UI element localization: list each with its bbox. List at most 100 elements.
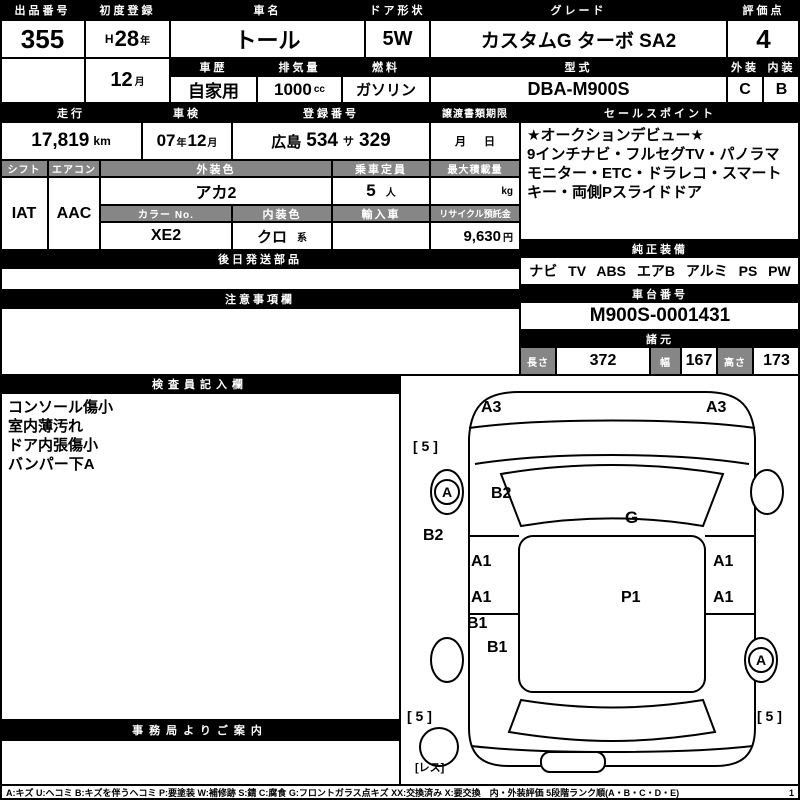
inspector-note: コンソール傷小 (8, 399, 114, 416)
caution-notes-header: 注意事項欄 (0, 290, 520, 308)
genuine-equipment-header: 純正装備 (520, 240, 800, 257)
legend-row: A:キズ U:ヘコミ B:キズを伴うヘコミ P:要塗装 W:補修跡 S:錆 C:… (0, 785, 800, 800)
car-damage-diagram: A3 A3 [ 5 ] A B2 B2 G A1 A1 A1 A1 P1 B1 … (400, 375, 800, 785)
displacement-header: 排気量 (257, 58, 342, 76)
capacity-header: 乗車定員 (332, 160, 430, 177)
color-no-header: カラー No. (100, 205, 232, 222)
car-name-value: トール (170, 20, 365, 58)
damage-a3-front-left: A3 (481, 399, 502, 416)
damage-a1-right-front-door: A1 (713, 553, 734, 570)
mileage-header: 走行 (0, 103, 142, 122)
exterior-color-header: 外装色 (100, 160, 332, 177)
caution-notes-value (0, 308, 520, 375)
inspector-note: 室内薄汚れ (8, 418, 84, 435)
aircon-value: AAC (48, 177, 100, 250)
damage-a3-front-right: A3 (706, 399, 727, 416)
regno-area: 広島 (271, 133, 302, 151)
capacity-number: 5 (366, 181, 376, 200)
month-unit: 月 (134, 77, 145, 88)
first-registration-header: 初度登録 (85, 0, 170, 20)
later-shipped-parts-value (0, 268, 520, 290)
car-name-header: 車名 (170, 0, 365, 20)
registration-number-header: 登録番号 (232, 103, 430, 122)
exterior-grade-value: C (727, 76, 763, 103)
damage-a1-right-rear-door: A1 (713, 589, 734, 606)
office-information-header: 事務局よりご案内 (0, 720, 400, 740)
interior-color-suffix: 系 (297, 232, 307, 244)
spare-tire-less-label: [レス] (415, 762, 445, 774)
regno-number: 329 (359, 130, 391, 151)
mileage-unit: km (93, 134, 111, 148)
transfer-day-unit: 日 (484, 136, 495, 148)
inspector-notes-header: 検査員記入欄 (0, 375, 400, 393)
dimensions-header: 諸元 (520, 330, 800, 347)
windshield (499, 464, 725, 528)
color-no-value: XE2 (100, 222, 232, 250)
displacement-unit: cc (313, 84, 325, 95)
inspector-note: ドア内張傷小 (8, 437, 99, 454)
auction-no-blank-cell (0, 58, 85, 103)
hood-line (474, 454, 750, 465)
auction-no-value: 355 (0, 20, 85, 58)
recycle-amount: 9,630 (463, 227, 501, 245)
grade-value: カスタムG ターボ SA2 (430, 20, 727, 58)
muffler (540, 751, 606, 773)
tire-tread-front-left: [ 5 ] (413, 438, 438, 454)
chassis-number-header: 車台番号 (520, 285, 800, 302)
auction-no-header: 出品番号 (0, 0, 85, 20)
front-bumper-line (468, 419, 756, 429)
shaken-year-unit: 年 (176, 137, 187, 149)
exterior-color-value: アカ2 (100, 177, 332, 205)
sales-point-title: ★オークションデビュー★ (527, 127, 704, 144)
inspection-expiry-header: 車検 (142, 103, 232, 122)
legend-page-number: 1 (788, 787, 794, 798)
shaken-year: 07 (156, 131, 176, 150)
damage-a1-left-front-door: A1 (471, 553, 492, 570)
tire-tread-rear-left: [ 5 ] (407, 708, 432, 724)
model-code-value: DBA-M900S (430, 76, 727, 103)
interior-color-value: クロ系 (232, 222, 332, 250)
inspector-note: バンパー下A (8, 456, 95, 473)
transfer-month-unit: 月 (455, 136, 466, 148)
width-header: 幅 (650, 347, 681, 375)
reg-month: 12 (110, 69, 133, 91)
door-split-lines (469, 535, 755, 615)
regno-class: 534 (306, 130, 338, 151)
interior-grade-value: B (763, 76, 800, 103)
recycle-unit: 円 (503, 232, 513, 244)
sales-point-body: 9インチナビ・フルセグTV・パノラマモニター・ETC・ドラレコ・スマートキー・両… (527, 146, 782, 201)
chassis-number-value: M900S-0001431 (520, 302, 800, 330)
transfer-docs-deadline-value: 月日 (430, 122, 520, 160)
shift-value: IAT (0, 177, 48, 250)
mileage-number: 17,819 (31, 130, 90, 151)
spare-tire (419, 727, 459, 767)
year-unit: 年 (140, 35, 151, 47)
transfer-docs-deadline-header: 譲渡書類期限 (430, 103, 520, 122)
score-value: 4 (727, 20, 800, 58)
max-load-header: 最大積載量 (430, 160, 520, 177)
tire-tread-rear-right: [ 5 ] (757, 708, 782, 724)
damage-b1-lower: B1 (487, 639, 508, 656)
shaken-month: 12 (187, 131, 207, 150)
damage-p1-roof: P1 (621, 589, 641, 606)
wheel-rear-left (430, 637, 464, 683)
fuel-value: ガソリン (342, 76, 430, 103)
door-shape-header: ドア形状 (365, 0, 430, 20)
car-top-view-drawing (419, 391, 784, 773)
import-car-header: 輸入車 (332, 205, 430, 222)
genuine-equipment-value: ナビ TV ABS エアB アルミ PS PW (520, 257, 800, 285)
grade-header: グレード (430, 0, 727, 20)
damage-b1-upper: B1 (467, 615, 488, 632)
damage-g-windshield: G (625, 508, 639, 527)
max-load-value: kg (430, 177, 520, 205)
interior-color-header: 内装色 (232, 205, 332, 222)
capacity-unit: 人 (385, 187, 396, 199)
aircon-header: エアコン (48, 160, 100, 177)
interior-grade-header: 内装 (763, 58, 800, 76)
